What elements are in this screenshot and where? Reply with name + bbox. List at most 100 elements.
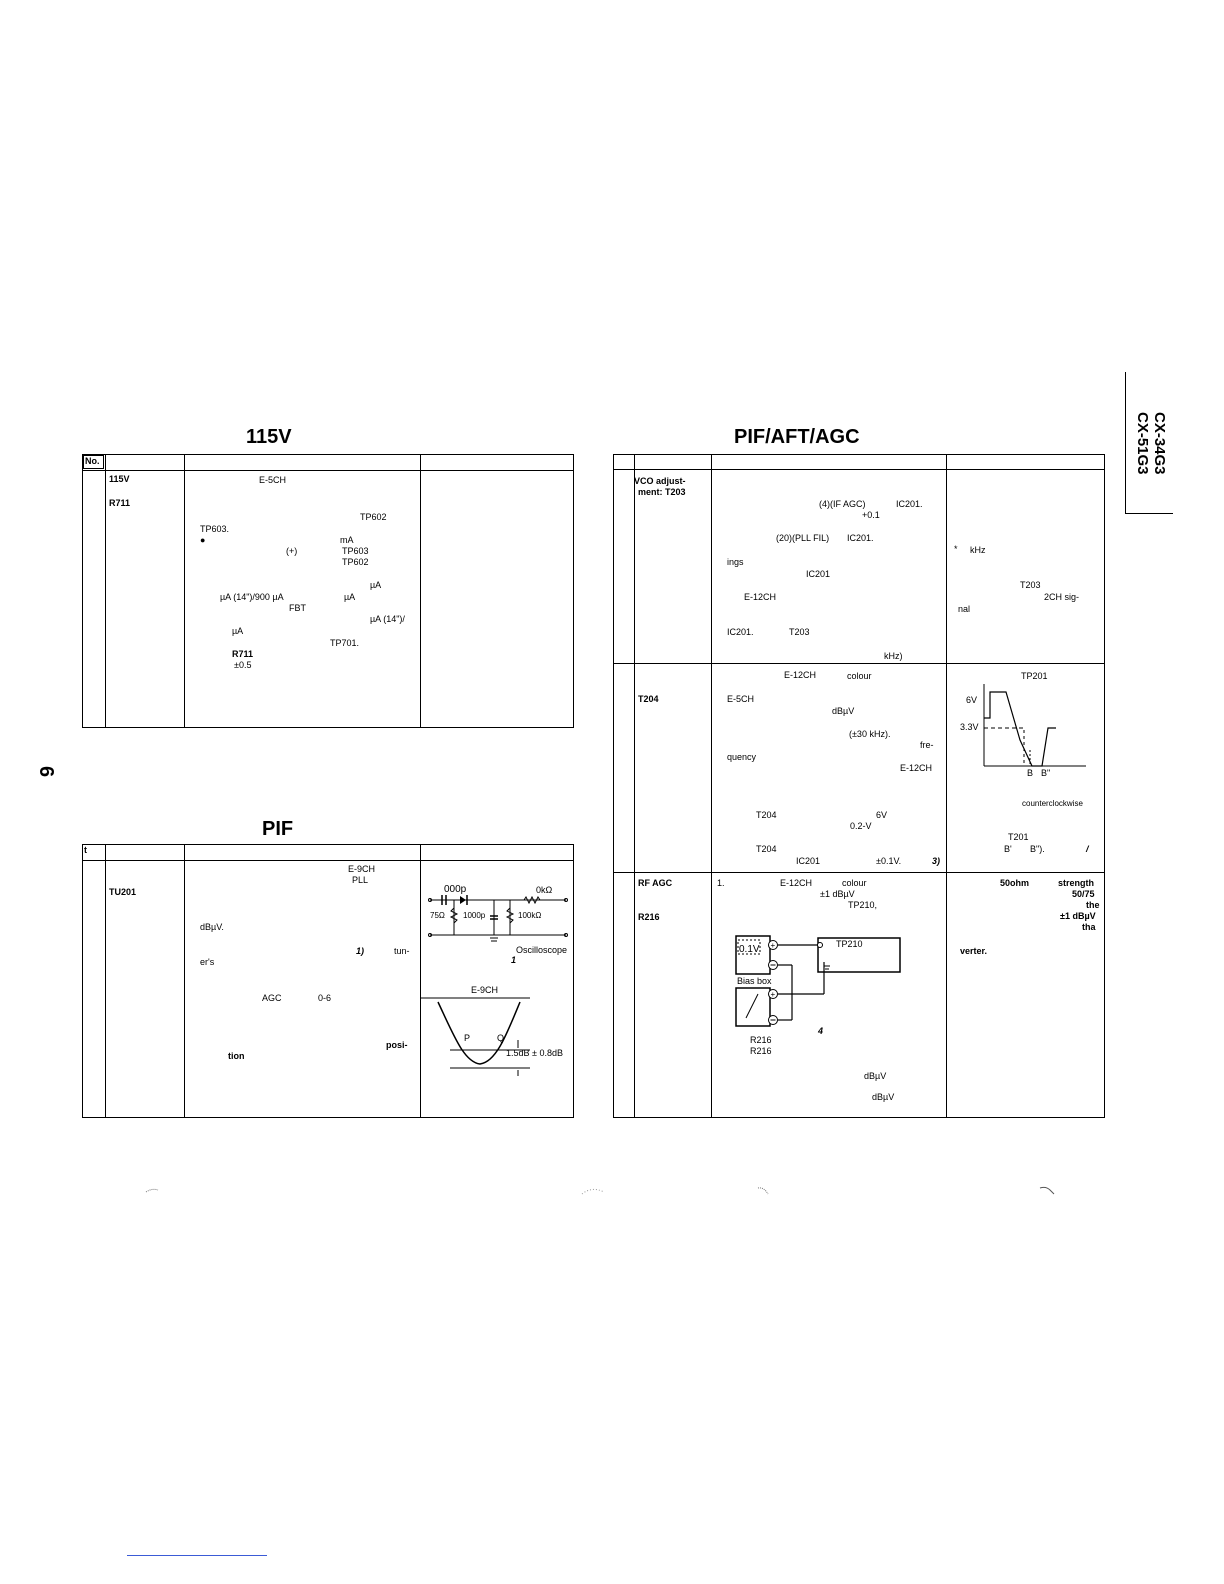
t115-c3-6: TP603 (342, 546, 369, 556)
agc-r1-c3-7: E-12CH (744, 592, 777, 602)
agc-r2-c4-6: T201 (1008, 832, 1029, 842)
agc-r2-c3-10: 0.2-V (850, 821, 872, 831)
table-agc-heading: PIF/AFT/AGC (734, 426, 860, 448)
agc-r1-c3-8: IC201. (727, 627, 754, 637)
agc-r2-c3-9: 6V (876, 810, 888, 820)
agc-r2-c4-1: 6V (966, 695, 978, 705)
agc-r1-c4-0: * (954, 544, 958, 554)
agc-r1-c3-10: kHz) (884, 651, 903, 661)
agc-r2-c3-6: quency (727, 752, 757, 762)
t115-c3-1: TP602 (360, 512, 387, 522)
agc-r2-c4-2: 3.3V (960, 722, 979, 732)
agc-r1-c2-1: ment: T203 (638, 487, 686, 497)
table-115v-no-header: No. (83, 455, 104, 469)
t115-c3-4: mA (340, 535, 354, 545)
agc-r3-fig: 4 (818, 1026, 824, 1036)
agc-r1-c4-2: T203 (1020, 580, 1041, 590)
bias-tp210-label: TP210 (836, 939, 863, 949)
agc-r3-c4-5: tha (1082, 922, 1096, 932)
agc-r2-c3-2: E-5CH (727, 694, 755, 704)
agc-r2-c4-7: B' (1004, 844, 1012, 854)
bias-voltage-label: 0.1V (739, 944, 760, 955)
agc-r3-c3-1: E-12CH (780, 878, 813, 888)
agc-r2-c3-3: dBµV (832, 706, 855, 716)
agc-r3-c4-0: 50ohm (1000, 878, 1030, 888)
tpif-c3-0: E-9CH (348, 864, 376, 874)
tpif-c3-1: PLL (352, 875, 369, 885)
agc-r2-c3-4: (±30 kHz). (849, 729, 891, 739)
agc-r1-c4-4: nal (958, 604, 971, 614)
agc-r2-c4-5: counterclockwise (1022, 799, 1083, 808)
agc-r2-c3-0: E-12CH (784, 670, 817, 680)
model-label: CX-34G3 CX-51G3 (1134, 412, 1168, 475)
circuit-fig-label: 1 (511, 955, 517, 965)
table-pif-heading: PIF (262, 818, 294, 840)
tpif-c3-3: 1) (356, 946, 365, 956)
model-label-line2: CX-51G3 (1134, 412, 1151, 475)
tpif-c3-4: tun- (394, 946, 410, 956)
agc-r1-c3-6: IC201 (806, 569, 831, 579)
agc-r2-c4-0: TP201 (1021, 671, 1048, 681)
bottom-rule (127, 1555, 267, 1556)
table-115v: No. (82, 454, 574, 728)
t115-c3-16: ±0.5 (234, 660, 252, 670)
agc-r3-c2-0: RF AGC (638, 878, 673, 888)
agc-r3-c4-4: ±1 dBµV (1060, 911, 1096, 921)
pif-circuit-diagram (428, 895, 568, 942)
agc-r3-c3-12: dBµV (872, 1092, 895, 1102)
agc-r2-c3-14: 3) (932, 856, 941, 866)
agc-r2-c3-11: T204 (756, 844, 777, 854)
model-label-line1: CX-34G3 (1151, 412, 1168, 475)
tpif-c3-7: 0-6 (318, 993, 332, 1003)
circuit-r100k-label: 100kΩ (518, 911, 542, 920)
t115-c3-10: µA (344, 592, 356, 602)
agc-r1-c4-3: 2CH sig- (1044, 592, 1080, 602)
agc-r3-c4-2: 50/75 (1072, 889, 1095, 899)
agc-r3-c3-2: colour (842, 878, 867, 888)
aft-waveform (983, 684, 1086, 767)
agc-r2-c3-7: E-12CH (900, 763, 933, 773)
t115-c3-14: TP701. (330, 638, 360, 648)
tpif-c3-9: tion (228, 1051, 245, 1061)
t115-c3-7: TP602 (342, 557, 369, 567)
circuit-c1000-label: 1000p (463, 911, 486, 920)
bias-box-label: Bias box (737, 976, 772, 986)
side-rule-vertical (1125, 372, 1126, 514)
t115-c3-3: ● (200, 535, 206, 545)
t115-c3-15: R711 (232, 649, 254, 659)
page-number: 6 (35, 765, 58, 778)
agc-r1-c2-0: VCO adjust- (634, 476, 686, 486)
agc-r1-c3-9: T203 (789, 627, 810, 637)
agc-r2-c3-1: colour (847, 671, 872, 681)
agc-r2-c4-9: / (1086, 844, 1089, 854)
circuit-res-label: 0kΩ (536, 885, 553, 895)
tpif-c3-2: dBµV. (200, 922, 224, 932)
agc-r3-c3-10: R216 (750, 1046, 772, 1056)
agc-r1-c4-1: kHz (970, 545, 986, 555)
svg-text:+: + (771, 941, 776, 950)
t115-c3-11: FBT (289, 603, 306, 613)
t115-c3-5: (+) (286, 546, 298, 556)
agc-r1-c3-2: +0.1 (862, 510, 880, 520)
agc-r3-c3-0: 1. (717, 878, 725, 888)
svg-text:+: + (771, 990, 776, 999)
curve-title: E-9CH (471, 985, 499, 995)
agc-r3-c4-3: the (1086, 900, 1100, 910)
agc-r3-c3-4: TP210, (848, 900, 878, 910)
t115-c3-12: µA (14")/ (370, 614, 405, 624)
t115-c3-8: µA (370, 580, 382, 590)
table-agc (613, 454, 1105, 1118)
tpif-c3-8: posi- (386, 1040, 408, 1050)
tpif-c2-0: TU201 (109, 887, 137, 897)
agc-r1-c3-3: (20)(PLL FIL) (776, 533, 830, 543)
agc-r2-c3-12: IC201 (796, 856, 821, 866)
pif-response-curve (420, 997, 530, 1076)
agc-r2-c3-13: ±0.1V. (876, 856, 902, 866)
circuit-scope-label: Oscilloscope (516, 945, 568, 955)
curve-point-q: Q (497, 1033, 505, 1043)
agc-r2-c3-5: fre- (920, 740, 934, 750)
table-115v-heading: 115V (246, 426, 292, 448)
circuit-cap-label: 000p (444, 884, 467, 895)
side-rule-horizontal (1125, 513, 1173, 514)
agc-r2-c4-3: B (1027, 768, 1034, 778)
